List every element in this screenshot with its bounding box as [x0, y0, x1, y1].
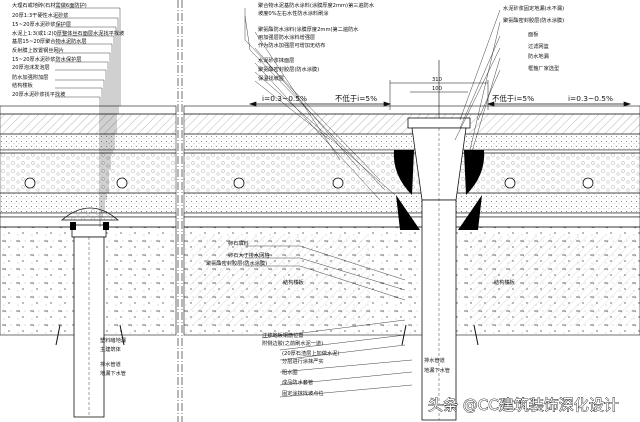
slope-label-right: i=0.3~0.5% [568, 94, 613, 103]
left-layer-labels: 大理石或地砖(石材需做6面防护) 20厚1:3干硬性水泥砂浆 15~20厚水泥砂… [12, 1, 124, 98]
bottom-mid-label-1: 附侧边胶(之前刷水泥一道) [262, 339, 323, 347]
structure-slab-right: 结构楼板 [494, 278, 516, 286]
left-label-5: 反射膜上放置钢丝网片 [12, 46, 64, 54]
bottom-left-callout-1: 主建筑体 [100, 345, 122, 353]
dimension-bottom: 100 [432, 86, 442, 92]
bottom-left-pipe-1: 地漏下水管 [100, 369, 126, 377]
left-label-4: 基层15~20厚聚合物水泥防水层 [12, 37, 87, 45]
left-label-2: 15~20厚水泥砂浆保护层 [12, 20, 71, 28]
middle-callout-3: 结构楼板 [283, 278, 305, 286]
leader-lines [55, 7, 501, 398]
bottom-mid-label-3: 分层进行涂抹严实 [282, 357, 324, 365]
bottom-mid-labels: 注浆地板钢筋位置 附侧边胶(之前刷水泥一道) (20厚石渣层上加做水泥) 分层进… [262, 331, 450, 397]
right-label-1: 聚氨酯密封胶层(防水涂膜) [503, 16, 564, 24]
dimension-lines: 310 100 [389, 77, 489, 110]
right-label-5: 框箍厂家选型 [528, 64, 559, 72]
left-label-9: 结构楼板 [12, 81, 34, 89]
slope-label-mid-left: 不低于i=5% [335, 94, 377, 103]
left-drain-assembly [55, 207, 125, 418]
watermark-text: 头条 @CC建筑装饰深化设计 [428, 396, 619, 414]
middle-callouts: 卵石填料 卵石大于排水网格 聚氨酯密封胶层(防水涂膜) 结构楼板 结构楼板 [206, 239, 516, 286]
bottom-left-callout-0: 塑料暗地漏 [100, 336, 126, 344]
top-label-6: 聚氨酯密封胶层(防水涂膜) [258, 65, 319, 73]
right-label-2: 面板 [528, 30, 539, 38]
top-label-1: 坡度0%左右水性防水涂料刷涂 [258, 9, 329, 17]
bottom-left-pipe-0: 排水管道 [100, 360, 121, 368]
top-label-4: 作为防水加强层可增加无纺布 [258, 41, 325, 49]
middle-callout-2: 聚氨酯密封胶层(防水涂膜) [206, 259, 267, 267]
bottom-label-0: 排水管道 [424, 356, 445, 364]
top-label-5: 水泥砂浆抹面层 [258, 56, 294, 64]
bottom-mid-label-4: 阻水圈 [282, 368, 298, 376]
bottom-label-1: 地漏下水管 [424, 366, 450, 374]
top-label-2: 聚氨酯防水涂料(涂膜厚度2mm)第二遍防水 [258, 25, 359, 33]
bottom-mid-label-5: 成品防水套管 [282, 378, 313, 386]
right-drain-labels: 水泥砂浆固定地漏(水不漏) 聚氨酯密封胶层(防水涂膜) 面板 过滤网篮 防水地漏… [503, 4, 564, 72]
left-label-8: 防水加强附加层 [12, 73, 48, 81]
left-label-1: 20厚1:3干硬性水泥砂浆 [12, 11, 68, 19]
bottom-left-callouts: 塑料暗地漏 主建筑体 排水管道 地漏下水管 [100, 336, 126, 377]
left-label-10: 20厚水泥砂浆找平找坡 [12, 90, 65, 98]
top-label-7: 保温找坡层 [258, 74, 284, 82]
section-break-lines [177, 0, 183, 422]
right-label-4: 防水地漏 [528, 52, 549, 60]
middle-callout-0: 卵石填料 [228, 239, 249, 247]
left-label-3: 水泥上1:3(或1:2)0厚整体丝石面层水泥找平找坡 [12, 29, 124, 37]
slope-label-mid-right: 不低于i=5% [492, 94, 534, 103]
dimension-top: 310 [432, 77, 442, 83]
left-label-0: 大理石或地砖(石材需做6面防护) [12, 1, 87, 9]
top-label-3: 用加强层防水涂料增强层 [258, 33, 315, 41]
bottom-mid-label-0: 注浆地板钢筋位置 [262, 331, 304, 339]
layer-stack-left [0, 105, 177, 336]
left-label-7: 20厚泡沫发泡层 [12, 63, 50, 71]
bottom-mid-label-6: 固定涂抹找坡点位 [282, 389, 324, 397]
right-drain-assembly [393, 60, 485, 421]
slope-arrows [248, 101, 632, 107]
left-label-6: 15~20厚水泥砂浆防水保护层 [12, 55, 81, 63]
top-label-0: 聚合物水泥基防水涂料(涂膜厚度2mm)第三遍防水 [258, 1, 375, 9]
slope-label-left: i=0.3~0.5% [262, 94, 307, 103]
rebar-circles [24, 177, 594, 189]
middle-callout-1: 卵石大于排水网格 [228, 251, 270, 259]
bottom-mid-label-2: (20厚石渣层上加做水泥) [282, 349, 339, 357]
top-layer-labels: 聚合物水泥基防水涂料(涂膜厚度2mm)第三遍防水 坡度0%左右水性防水涂料刷涂 … [258, 1, 375, 82]
right-label-0: 水泥砂浆固定地漏(水不漏) [503, 4, 564, 12]
right-label-3: 过滤网篮 [528, 42, 549, 50]
